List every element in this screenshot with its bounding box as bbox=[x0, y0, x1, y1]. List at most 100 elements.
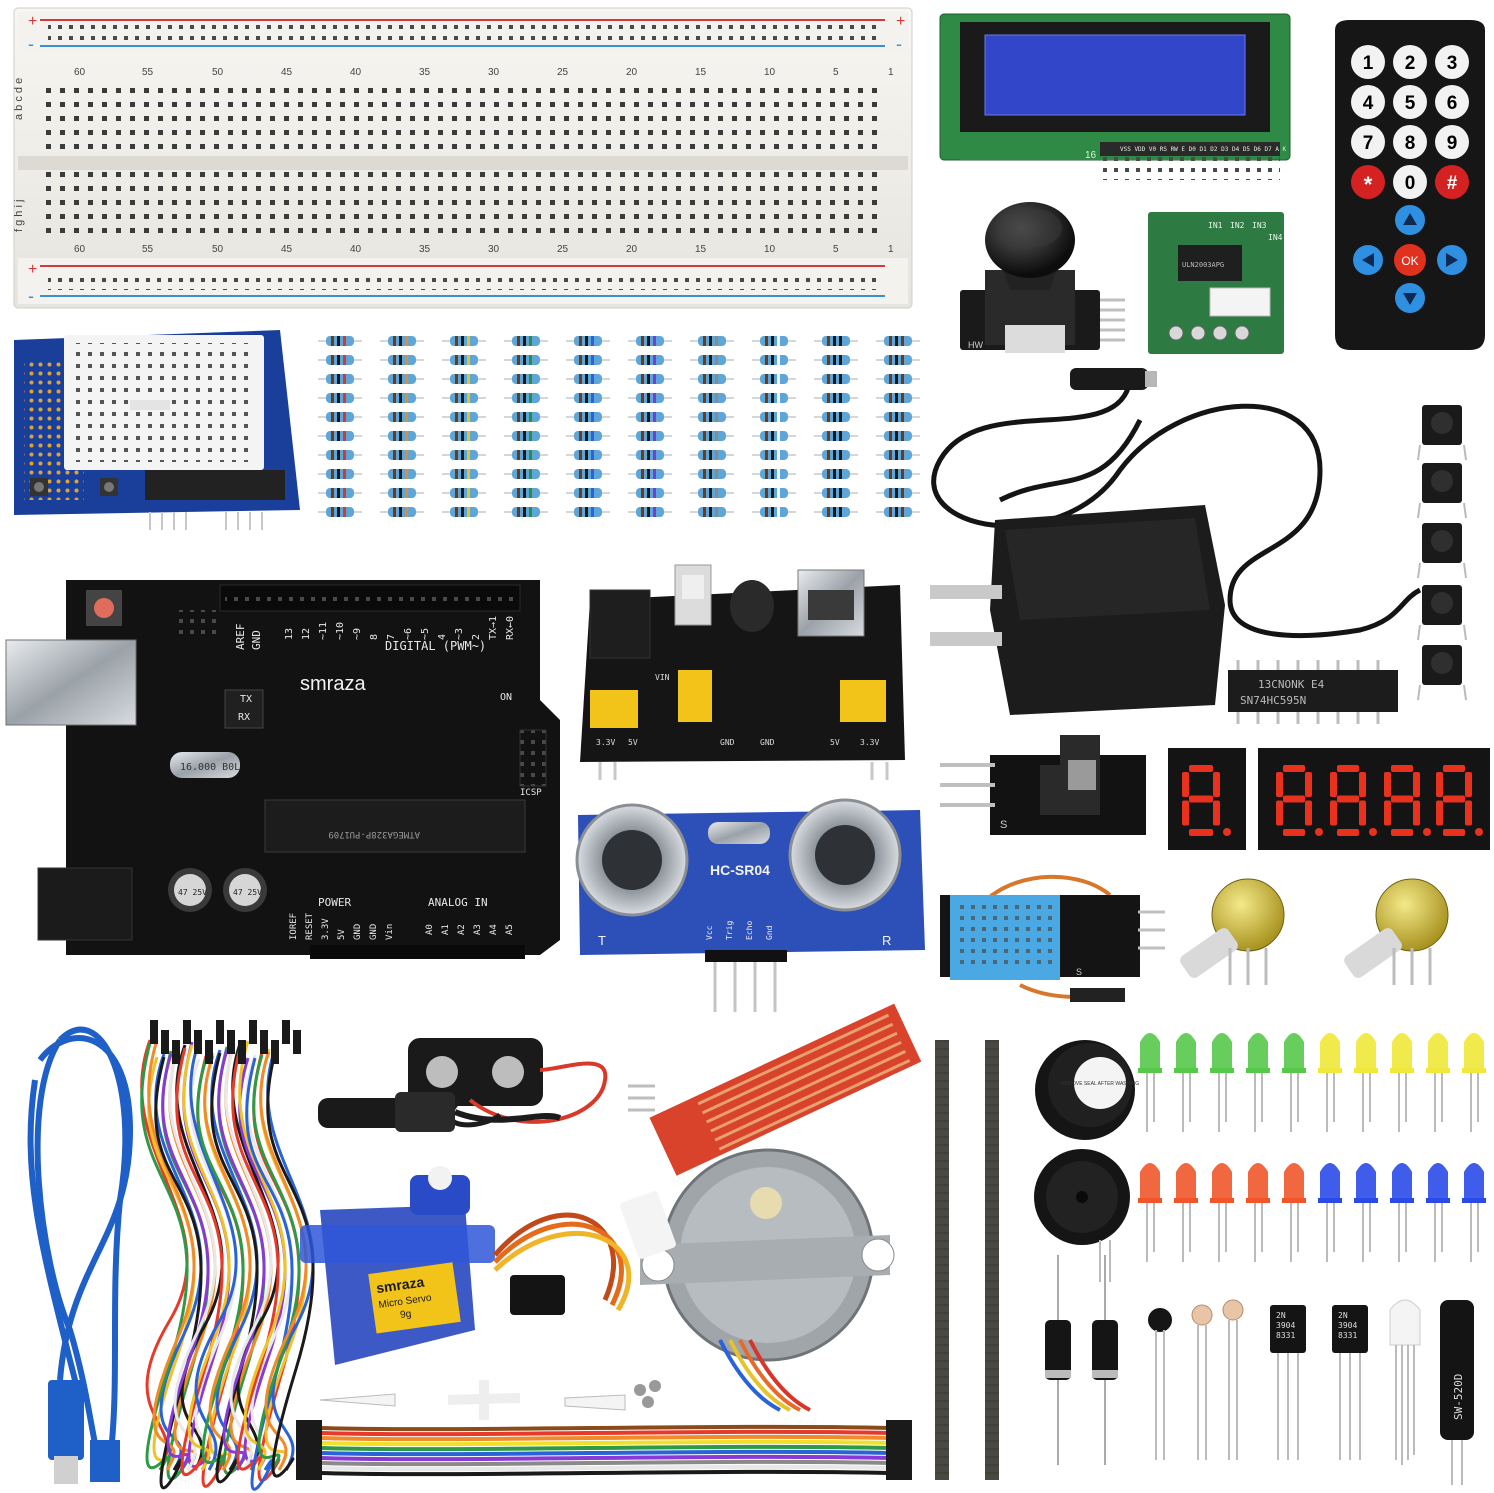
ribbon-wire bbox=[319, 1464, 891, 1472]
resistor bbox=[814, 488, 858, 498]
transistor-1-line1: 2N bbox=[1276, 1311, 1286, 1320]
led bbox=[1210, 1033, 1234, 1132]
resistor bbox=[876, 431, 920, 441]
transistor-2-line1: 2N bbox=[1338, 1311, 1348, 1320]
ultrasonic-pin-vcc: Vcc bbox=[705, 925, 714, 940]
resistor bbox=[380, 355, 424, 365]
resistor bbox=[504, 469, 548, 479]
resistor bbox=[628, 355, 672, 365]
resistor bbox=[752, 412, 796, 422]
digital-label: DIGITAL (PWM~) bbox=[385, 639, 486, 653]
led bbox=[1174, 1163, 1198, 1262]
remote-key-8: 8 bbox=[1405, 133, 1416, 154]
stepper-driver-board: ULN2003APG IN1 IN2 IN3 IN4 bbox=[1148, 212, 1284, 354]
left-arrow-icon bbox=[1362, 253, 1374, 267]
resistor bbox=[442, 393, 486, 403]
resistor bbox=[628, 393, 672, 403]
svg-text:45: 45 bbox=[281, 67, 293, 78]
remote-dpad: OK bbox=[1353, 205, 1467, 313]
led bbox=[1210, 1163, 1234, 1262]
breadboard: + - + - 60 55 50 45 40 35 30 25 20 15 10… bbox=[13, 7, 913, 309]
jumper-connector bbox=[161, 1030, 169, 1054]
photoresistors bbox=[1191, 1299, 1244, 1460]
breadboard-column-numbers: 60 55 50 45 40 35 30 25 20 15 10 5 1 bbox=[74, 67, 894, 78]
rail-plus-label-right: + bbox=[896, 13, 905, 30]
svg-text:1: 1 bbox=[888, 244, 894, 255]
resistor bbox=[442, 336, 486, 346]
resistor bbox=[566, 336, 610, 346]
resistor bbox=[876, 412, 920, 422]
resistor bbox=[752, 507, 796, 517]
remote-key-7: 7 bbox=[1363, 133, 1374, 154]
led bbox=[1246, 1033, 1270, 1132]
resistor bbox=[876, 488, 920, 498]
led bbox=[1426, 1163, 1450, 1262]
ribbon-wire bbox=[319, 1439, 891, 1447]
remote-key-6: 6 bbox=[1447, 93, 1458, 114]
remote-ok-label: OK bbox=[1401, 254, 1418, 268]
jumper-wires-bundle bbox=[140, 1020, 315, 1491]
jumper-wire bbox=[189, 1041, 238, 1471]
resistor bbox=[814, 336, 858, 346]
resistor bbox=[504, 374, 548, 384]
resistor bbox=[876, 469, 920, 479]
resistor bbox=[752, 355, 796, 365]
remote-key-1: 1 bbox=[1363, 53, 1374, 74]
resistor bbox=[318, 374, 362, 384]
chip-label-1: ATMEGA328P-PU bbox=[350, 829, 420, 839]
resistor bbox=[442, 355, 486, 365]
resistor bbox=[380, 412, 424, 422]
resistor bbox=[690, 488, 734, 498]
ir-remote: 1 2 3 4 5 6 7 8 9 * 0 # OK bbox=[1335, 20, 1485, 350]
digital-pin-label: 12 bbox=[301, 628, 312, 640]
jumper-wire bbox=[175, 1044, 224, 1471]
driver-chip-label: ULN2003APG bbox=[1182, 261, 1224, 269]
resistor bbox=[690, 393, 734, 403]
tact-button bbox=[1417, 645, 1467, 701]
tilt-switch: SW-520D bbox=[1440, 1300, 1474, 1485]
thermistor bbox=[1148, 1308, 1172, 1460]
svg-text:60: 60 bbox=[74, 244, 86, 255]
led bbox=[1318, 1033, 1342, 1132]
svg-text:5: 5 bbox=[833, 244, 839, 255]
svg-text:20: 20 bbox=[626, 244, 638, 255]
joystick-module: HW bbox=[960, 202, 1125, 353]
svg-text:10: 10 bbox=[764, 244, 776, 255]
led bbox=[1282, 1033, 1306, 1132]
resistor bbox=[318, 431, 362, 441]
svg-text:20: 20 bbox=[626, 67, 638, 78]
micro-servo: smraza Micro Servo 9g bbox=[300, 1166, 661, 1420]
jumper-connector bbox=[282, 1020, 290, 1044]
resistor bbox=[628, 450, 672, 460]
remote-key-5: 5 bbox=[1405, 93, 1416, 114]
transistor-2-line3: 8331 bbox=[1338, 1331, 1357, 1340]
resistor bbox=[876, 336, 920, 346]
svg-text:40: 40 bbox=[350, 244, 362, 255]
seven-segment-digit bbox=[1182, 765, 1231, 836]
shift-register-line1: 13CNONK E4 bbox=[1258, 678, 1325, 691]
buzzer-sticker: REMOVE SEAL AFTER WASHING bbox=[1061, 1081, 1139, 1087]
seven-segment-single bbox=[1168, 748, 1246, 850]
resistor bbox=[566, 431, 610, 441]
svg-text:15: 15 bbox=[695, 67, 707, 78]
led bbox=[1138, 1163, 1162, 1262]
tx-label: TX bbox=[240, 694, 252, 705]
led bbox=[1318, 1163, 1342, 1262]
ir-receiver-module: S bbox=[940, 735, 1146, 835]
ultrasonic-sensor: HC-SR04 T R Vcc Trig Echo Gnd bbox=[575, 798, 925, 1012]
resistor bbox=[504, 488, 548, 498]
svg-text:5: 5 bbox=[833, 67, 839, 78]
power-adapter bbox=[930, 368, 1422, 715]
resistor bbox=[752, 488, 796, 498]
ir-receiver-label: S bbox=[1000, 819, 1007, 831]
remote-key-9: 9 bbox=[1447, 133, 1458, 154]
board-brand: smraza bbox=[300, 673, 366, 695]
jumper-wire bbox=[140, 1039, 189, 1471]
resistor bbox=[380, 488, 424, 498]
resistor bbox=[566, 374, 610, 384]
pin-headers bbox=[935, 1040, 999, 1480]
power-pin-label: GND bbox=[369, 924, 379, 940]
jumper-wire bbox=[182, 1044, 231, 1471]
